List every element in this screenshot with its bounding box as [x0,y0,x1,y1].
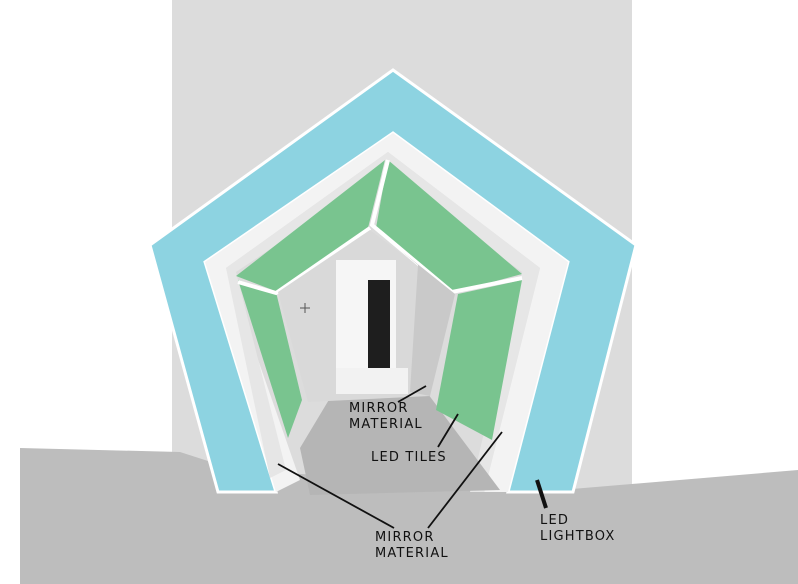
label-led-tiles: LED TILES [371,450,447,465]
door-opening-glow [336,368,408,394]
label-mirror-material-bottom: MIRROR MATERIAL [375,530,449,561]
leader-lightbox [535,479,548,509]
led-seam-right [369,159,523,295]
label-led-lightbox: LED LIGHTBOX [540,513,616,544]
leader-mirror-left [277,463,395,529]
leader-mirror-top [397,385,427,403]
led-tiles-right-upper [376,160,522,292]
inner-mirror-right [400,250,455,396]
doorway-opening [368,280,390,370]
tunnel-floor [300,390,500,495]
leader-mirror-right [427,431,503,529]
led-tiles-left-upper [236,160,385,292]
led-tiles-left-lower [238,280,302,438]
led-tiles-right-lower [436,280,522,440]
leader-led-tiles [437,413,459,448]
led-seam-left [237,226,372,296]
label-mirror-material-top: MIRROR MATERIAL [349,401,423,432]
